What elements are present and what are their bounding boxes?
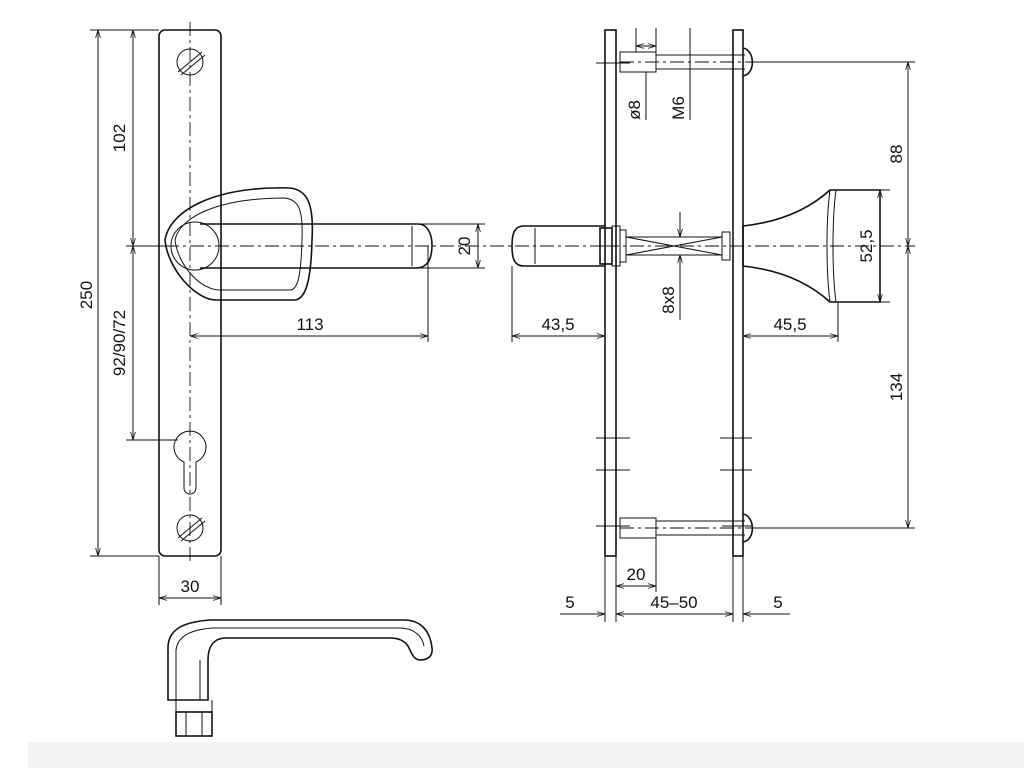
dim-5-right-label: 5 bbox=[773, 593, 782, 612]
dim-o8-label: ø8 bbox=[625, 100, 644, 120]
dim-8x8-label: 8x8 bbox=[659, 286, 678, 313]
dim-52-5-label: 52,5 bbox=[857, 229, 876, 262]
dimension-o8: ø8 bbox=[625, 28, 657, 120]
dimension-8x8: 8x8 bbox=[659, 212, 680, 320]
dim-30-label: 30 bbox=[181, 577, 200, 596]
dim-113-label: 113 bbox=[296, 315, 323, 334]
lever-side-profile bbox=[167, 619, 433, 737]
dimension-20-lever: 20 bbox=[420, 223, 485, 269]
front-plate bbox=[158, 29, 433, 557]
dimension-134: 134 bbox=[752, 246, 915, 529]
dim-43-5-label: 43,5 bbox=[541, 315, 574, 334]
dimension-102: 102 bbox=[110, 30, 165, 247]
dimension-20-screw: 20 bbox=[616, 538, 657, 592]
lever-arm-front bbox=[200, 223, 433, 269]
side-view bbox=[511, 29, 881, 557]
dimension-113: 113 bbox=[190, 246, 429, 342]
cylinder-keyhole-icon bbox=[173, 430, 207, 495]
dimension-m6: M6 bbox=[669, 28, 691, 120]
bottom-bolt-icon bbox=[619, 513, 760, 543]
dim-45-5-label: 45,5 bbox=[773, 315, 806, 334]
dim-88-label: 88 bbox=[887, 145, 906, 164]
dimension-45-5: 45,5 bbox=[743, 302, 839, 342]
dim-45-50-label: 45–50 bbox=[650, 593, 697, 612]
lever-stub bbox=[511, 225, 605, 267]
dimension-88: 88 bbox=[752, 61, 915, 246]
dimension-30: 30 bbox=[158, 556, 222, 605]
dim-5-left-label: 5 bbox=[565, 593, 574, 612]
lever-rosette bbox=[164, 187, 314, 301]
dim-102-label: 102 bbox=[110, 124, 129, 152]
bottom-screw-icon bbox=[176, 514, 206, 542]
dimension-52-5: 52,5 bbox=[857, 189, 890, 303]
dim-20-lever-label: 20 bbox=[455, 237, 474, 256]
dim-20-screw-label: 20 bbox=[627, 565, 646, 584]
bottom-band bbox=[28, 742, 1024, 768]
dim-m6-label: M6 bbox=[669, 96, 688, 120]
dimension-43-5: 43,5 bbox=[511, 266, 605, 342]
top-screw-icon bbox=[176, 48, 206, 76]
dim-134-label: 134 bbox=[887, 373, 906, 401]
dim-92-90-72-label: 92/90/72 bbox=[110, 310, 129, 376]
dimension-250: 250 bbox=[77, 29, 159, 557]
dim-250-label: 250 bbox=[77, 281, 96, 309]
dimension-door-thickness: 5 45–50 5 bbox=[560, 556, 790, 622]
dimension-92-90-72: 92/90/72 bbox=[110, 246, 178, 441]
